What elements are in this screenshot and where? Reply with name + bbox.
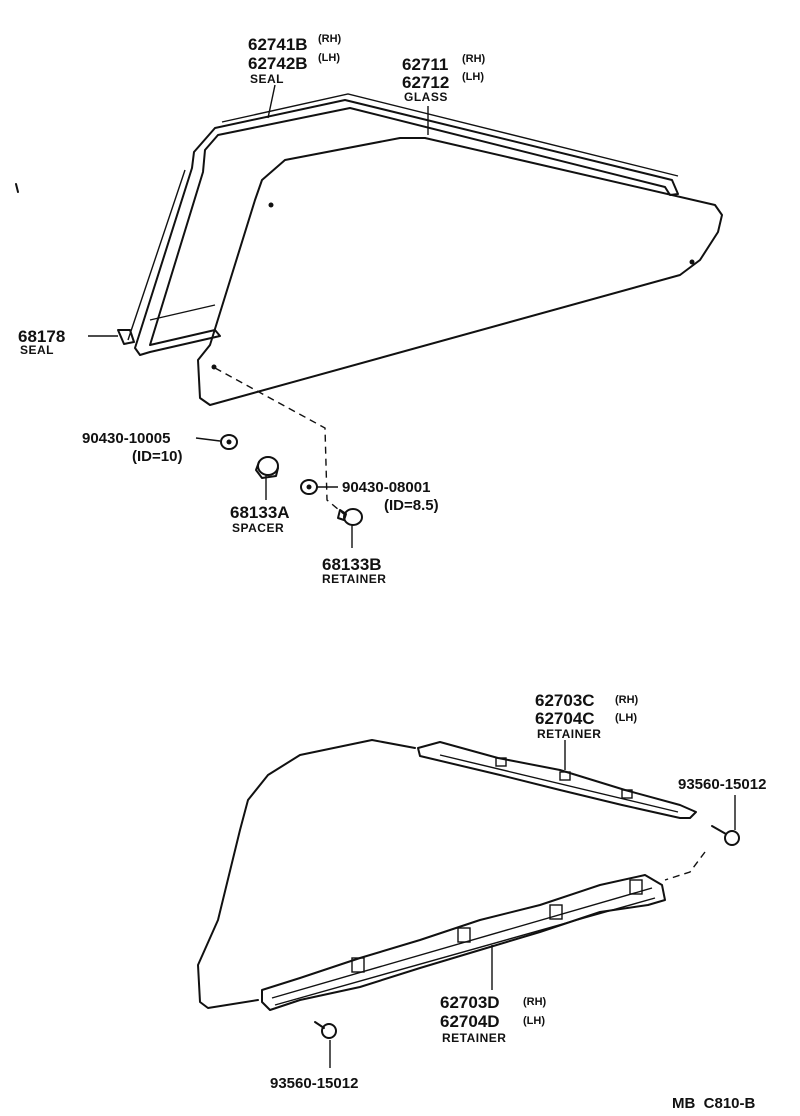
upper-seal-drawing	[117, 93, 679, 356]
seal-upper-side-lh: (LH)	[318, 52, 340, 64]
retainer-b-name: RETAINER	[322, 572, 386, 586]
glass-pn-rh: 62711	[402, 55, 448, 74]
leaders-top	[88, 84, 429, 548]
screw-right-pn: 93560-15012	[678, 776, 766, 793]
screw-bottom-pn: 93560-15012	[270, 1075, 358, 1092]
retainer-c-name: RETAINER	[537, 727, 601, 741]
seal-upper-pn-lh: 62742B	[248, 54, 308, 73]
seal-lower-pn: 68178	[18, 327, 65, 346]
label-retainer-d: 62703D (RH) 62704D (LH) RETAINER	[440, 993, 547, 1045]
label-glass: 62711 (RH) 62712 (LH) GLASS	[402, 53, 486, 104]
glass-side-rh: (RH)	[462, 53, 486, 65]
label-retainer-c: 62703C (RH) 62704C (LH) RETAINER	[535, 691, 639, 741]
label-washer-10: 90430-10005 (ID=10)	[82, 430, 182, 465]
seal-upper-pn-rh: 62741B	[248, 35, 308, 54]
retainer-c-side-rh: (RH)	[615, 694, 639, 706]
glass-panel-drawing	[197, 137, 723, 406]
retainer-b-drawing	[337, 508, 363, 526]
screw-right-drawing	[711, 825, 740, 846]
retainer-c-drawing	[417, 741, 697, 819]
retainer-b-pn: 68133B	[322, 555, 382, 574]
glass-side-lh: (LH)	[462, 71, 484, 83]
spacer-drawing	[255, 456, 279, 479]
screw-bottom-drawing	[314, 1021, 337, 1039]
seal-upper-name: SEAL	[250, 72, 284, 86]
assembly-dashed-line	[214, 367, 346, 516]
retainer-d-side-lh: (LH)	[523, 1015, 545, 1027]
glass-pn-lh: 62712	[402, 73, 449, 92]
washer-10-pn: 90430-10005	[82, 430, 170, 447]
stray-mark	[15, 183, 19, 193]
spacer-name: SPACER	[232, 521, 284, 535]
label-seal-upper: 62741B (RH) 62742B (LH) SEAL	[248, 33, 342, 86]
washer-8-note: (ID=8.5)	[384, 497, 439, 514]
label-screw-bottom: 93560-15012	[270, 1075, 358, 1092]
leaders-bottom	[329, 740, 736, 1068]
glass-name: GLASS	[404, 90, 448, 104]
washer-8-drawing	[300, 479, 318, 495]
retainer-d-side-rh: (RH)	[523, 996, 547, 1008]
retainer-d-name: RETAINER	[442, 1031, 506, 1045]
washer-8-pn: 90430-08001	[342, 479, 430, 496]
retainer-d-pn-rh: 62703D	[440, 993, 500, 1012]
washer-10-note: (ID=10)	[132, 448, 182, 465]
figure-reference: MB C810-B	[672, 1095, 756, 1112]
label-washer-8: 90430-08001 (ID=8.5)	[342, 479, 439, 514]
washer-10-drawing	[220, 434, 238, 450]
retainer-c-pn-rh: 62703C	[535, 691, 595, 710]
retainer-c-pn-lh: 62704C	[535, 709, 595, 728]
retainer-c-side-lh: (LH)	[615, 712, 637, 724]
retainer-d-pn-lh: 62704D	[440, 1012, 500, 1031]
label-screw-right: 93560-15012	[678, 776, 766, 793]
seal-upper-side-rh: (RH)	[318, 33, 342, 45]
retainer-d-drawing	[261, 874, 666, 1011]
seal-lower-name: SEAL	[20, 343, 54, 357]
label-spacer: 68133A SPACER	[230, 503, 290, 535]
lower-glass-outline-drawing	[197, 739, 416, 1009]
spacer-pn: 68133A	[230, 503, 290, 522]
label-seal-lower: 68178 SEAL	[18, 327, 65, 357]
label-retainer-b: 68133B RETAINER	[322, 555, 386, 586]
